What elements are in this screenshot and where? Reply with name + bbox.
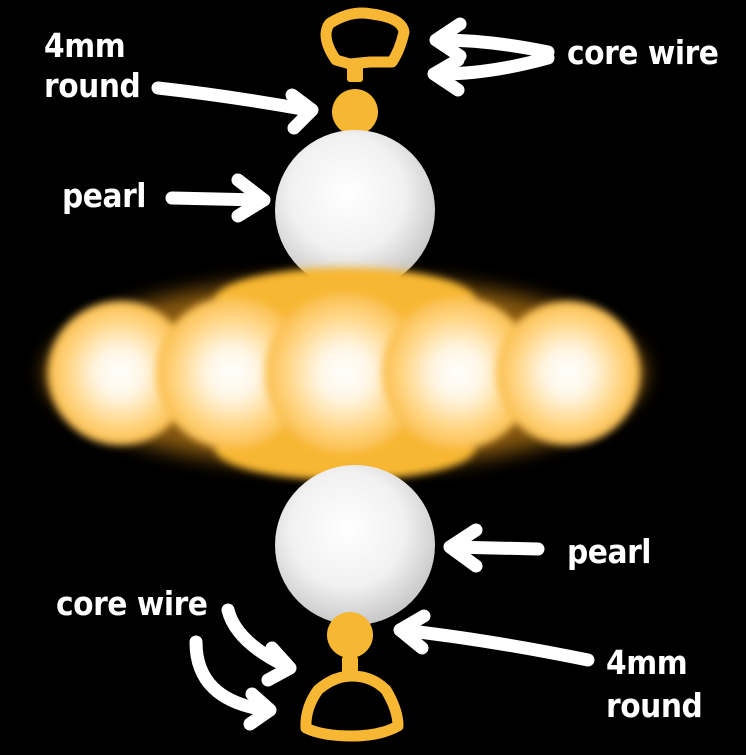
gold-bead-1 <box>48 301 192 445</box>
arrow-top-core-wire <box>427 17 555 97</box>
top-pearl <box>275 130 435 290</box>
label-top-pearl: pearl <box>62 176 147 215</box>
bottom-4mm-round-bead <box>327 612 373 658</box>
arrow-top-4mm-round <box>151 81 319 135</box>
gold-bead-row <box>45 268 645 480</box>
bottom-core-wire-loop <box>300 656 404 742</box>
label-bottom-core-wire: core wire <box>56 584 208 623</box>
top-4mm-round-bead <box>332 89 378 135</box>
top-core-wire-loop <box>320 7 410 82</box>
arrow-bottom-4mm-round <box>393 609 595 667</box>
label-top-4mm: 4mm <box>44 26 126 65</box>
gold-bead-5 <box>496 301 640 445</box>
arrows <box>151 17 595 731</box>
gold-bead-2 <box>156 297 308 449</box>
arrow-bottom-pearl <box>443 523 545 573</box>
gold-bead-3 <box>265 293 425 453</box>
label-top-core-wire: core wire <box>567 33 719 72</box>
bottom-pearl <box>275 465 435 625</box>
label-bottom-round: round <box>606 686 703 725</box>
gold-bead-4 <box>382 297 534 449</box>
label-bottom-4mm: 4mm <box>606 643 688 682</box>
label-bottom-pearl: pearl <box>567 532 652 571</box>
arrow-top-pearl <box>165 173 271 223</box>
label-top-round: round <box>44 66 141 105</box>
arrow-bottom-core-wire <box>189 603 297 731</box>
